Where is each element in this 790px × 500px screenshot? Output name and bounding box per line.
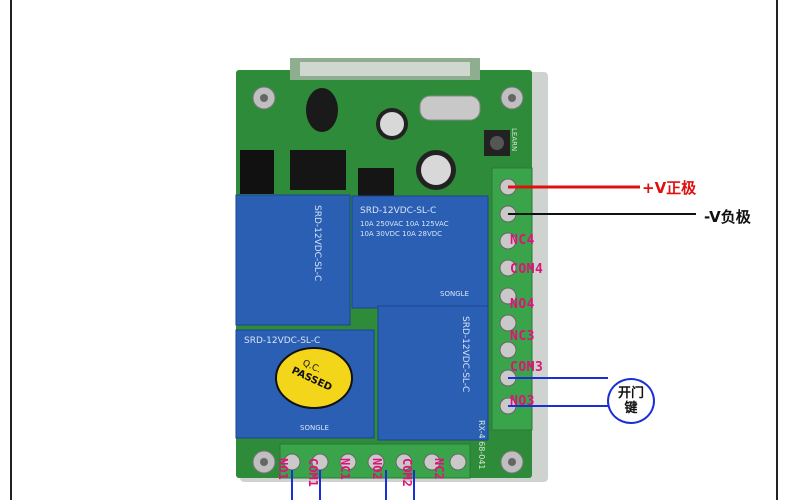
terminal-label-com3: COM3	[510, 360, 544, 375]
positive-wire-label: +V正极	[642, 179, 697, 197]
negative-wire-label: -V负极	[704, 208, 751, 226]
terminal-label-no3: NO3	[510, 394, 535, 409]
board-code: RX-4 68-041	[477, 420, 486, 470]
terminal-label-nc2: NC2	[432, 458, 446, 480]
relay-2-model: SRD-12VDC-SL-C	[244, 336, 321, 346]
relay-3-model: SRD-12VDC-SL-C	[460, 316, 470, 393]
terminal-label-com4: COM4	[510, 262, 544, 277]
terminal-label-nc4: NC4	[510, 233, 535, 248]
relay-4-rating2: 10A 30VDC 10A 28VDC	[360, 230, 443, 238]
qc-sticker	[275, 347, 353, 409]
relay-3	[377, 305, 489, 441]
learn-label: LEARN	[510, 128, 518, 152]
terminal-label-no2: NO2	[370, 458, 384, 480]
relay-2-brand: SONGLE	[300, 424, 329, 432]
terminal-label-com1: COM1	[306, 458, 320, 487]
terminal-label-nc1: NC1	[338, 458, 352, 480]
door-open-button: 开门 键	[607, 378, 655, 424]
terminal-label-no1: NO1	[276, 458, 290, 480]
relay-4-brand: SONGLE	[440, 290, 469, 298]
relay-4	[351, 195, 489, 309]
door-button-line2: 键	[624, 401, 638, 416]
relay-1-model: SRD-12VDC-SL-C	[312, 205, 322, 282]
relay-1	[235, 194, 351, 326]
frame-left-border	[10, 0, 12, 500]
terminal-label-com2: COM2	[400, 458, 414, 487]
relay-4-model: SRD-12VDC-SL-C	[360, 206, 437, 216]
door-button-line1: 开门	[617, 386, 644, 401]
terminal-label-nc3: NC3	[510, 329, 535, 344]
frame-right-border	[776, 0, 778, 500]
relay-4-rating: 10A 250VAC 10A 125VAC	[360, 220, 449, 228]
terminal-label-no4: NO4	[510, 297, 535, 312]
